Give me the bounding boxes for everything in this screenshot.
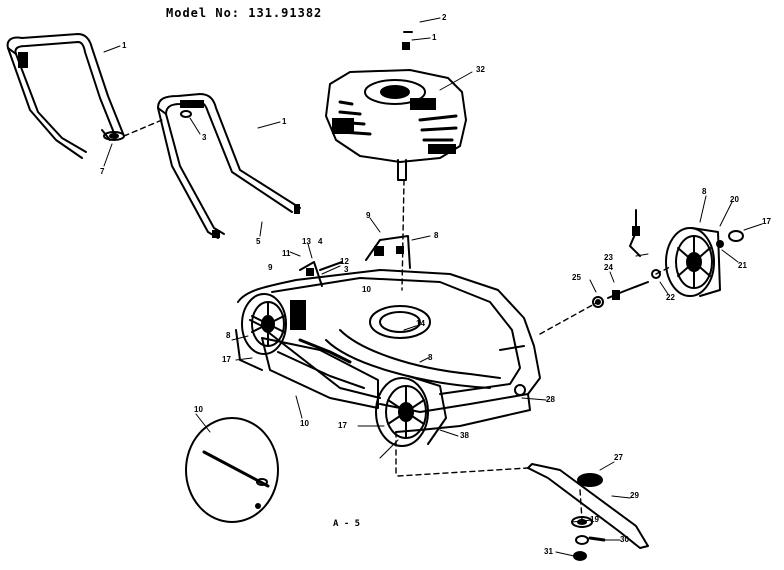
height-adjuster [514,209,649,396]
callout-label: 9 [366,211,371,220]
callout-label: 5 [256,237,261,246]
callout-label: 3 [344,265,349,274]
callout-label: 32 [476,65,485,74]
callout-label: 13 [302,237,311,246]
engine [325,31,467,181]
callout-label: 19 [590,515,599,524]
leader-lines [103,17,763,557]
upper-handle [6,33,125,159]
discharge-chute [261,337,379,409]
callout-label: 30 [620,535,629,544]
callout-label: 12 [340,257,349,266]
callout-label: 1 [282,117,287,126]
callout-label: 38 [460,431,469,440]
callout-label: 28 [546,395,555,404]
callout-label: 9 [268,263,273,272]
callout-label: 8 [428,353,433,362]
callout-label: 25 [572,273,581,282]
callout-label: 10 [300,419,309,428]
callout-label: 4 [318,237,323,246]
callout-label: 1 [432,33,437,42]
callout-label: 29 [630,491,639,500]
callout-label: 11 [282,249,291,258]
callout-label: 8 [702,187,707,196]
callout-label: 17 [338,421,347,430]
callout-label: 10 [194,405,203,414]
assembly-lines [123,119,673,521]
callout-label: 23 [604,253,613,262]
lower-handle [157,93,301,239]
callout-label: 20 [730,195,739,204]
callout-label: 17 [222,355,231,364]
blade-assembly [527,463,649,561]
callout-label: 3 [202,133,207,142]
callout-label: 2 [442,13,447,22]
callout-label: 17 [762,217,771,226]
plate-label: A - 5 [333,519,361,529]
left-wheel [241,293,287,355]
callout-label: 7 [100,167,105,176]
callout-label: 24 [604,263,613,272]
front-wheel [375,375,447,447]
callout-label: 8 [226,331,231,340]
callout-label: 14 [416,319,425,328]
callout-label: 21 [738,261,747,270]
inset-detail [185,417,279,523]
callout-label: 22 [666,293,675,302]
callout-label: 8 [434,231,439,240]
callout-label: 1 [122,41,127,50]
exploded-wheel [651,227,744,297]
callout-label: 10 [362,285,371,294]
callout-label: 31 [544,547,553,556]
model-number-label: Model No: 131.91382 [166,6,323,20]
callout-label: 27 [614,453,623,462]
